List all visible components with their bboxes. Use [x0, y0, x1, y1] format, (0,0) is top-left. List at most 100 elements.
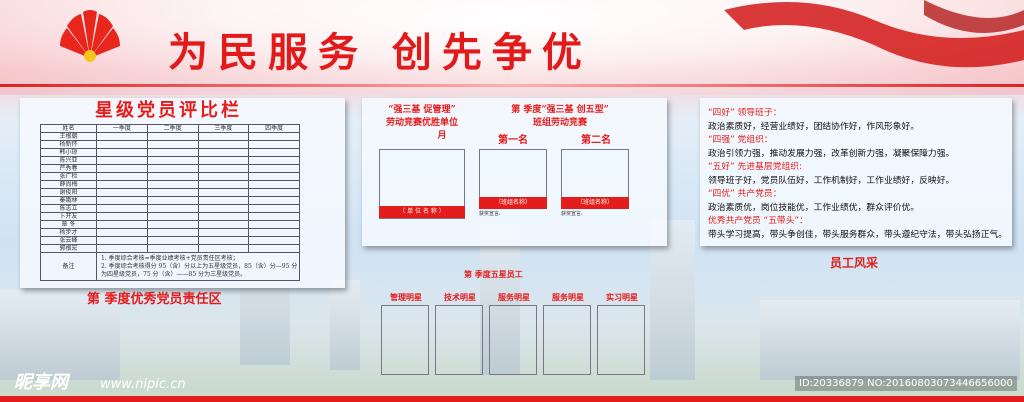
- column-header: 四季度: [248, 124, 300, 133]
- score-cell: [146, 212, 199, 221]
- score-cell: [146, 236, 199, 245]
- score-cell: [96, 188, 148, 197]
- star-photo-frame: [597, 305, 645, 375]
- star-board-title: 星级党员评比栏: [95, 100, 242, 121]
- page-title: 为民服务 创先争优: [168, 30, 592, 76]
- month-label: 月: [437, 131, 447, 141]
- score-cell: [248, 164, 300, 173]
- member-name: 韩小琼: [40, 148, 97, 157]
- member-name: 杨新怀: [40, 140, 97, 149]
- score-cell: [96, 132, 148, 141]
- column-header: 三季度: [197, 124, 250, 133]
- award-speech-label: 获奖宣言:: [561, 211, 583, 217]
- score-cell: [248, 228, 300, 237]
- score-cell: [96, 148, 148, 157]
- score-cell: [248, 204, 300, 213]
- star-photo-frame: [489, 305, 537, 375]
- score-cell: [197, 204, 250, 213]
- score-cell: [96, 228, 148, 237]
- member-name: 谢俊阳: [40, 188, 97, 197]
- petal-logo-icon: [60, 10, 120, 62]
- table-row: 杨新怀: [40, 140, 300, 149]
- five-star-title: 第 季度五星员工: [464, 269, 523, 279]
- red-ribbon-decoration: [724, 0, 1024, 68]
- team-name-band: （班组名称）: [561, 197, 629, 209]
- score-cell: [248, 236, 300, 245]
- principles-text: “四好” 领导班子：政治素质好，经营业绩好，团结协作好，作风形象好。“四强” 党…: [708, 107, 1007, 242]
- score-cell: [146, 228, 199, 237]
- score-cell: [146, 204, 199, 213]
- score-cell: [96, 196, 148, 205]
- score-cell: [197, 156, 250, 165]
- notes-label: 备注: [40, 252, 97, 281]
- score-cell: [96, 204, 148, 213]
- star-photo-frame: [381, 305, 429, 375]
- note-line: 1. 季度综合考核=季度业绩考核+党员责任区考核；: [101, 254, 239, 262]
- member-name: 薛尚梅: [40, 180, 97, 189]
- table-row: 薛尚梅: [40, 180, 300, 189]
- score-cell: [146, 164, 199, 173]
- score-cell: [146, 180, 199, 189]
- score-cell: [96, 244, 148, 253]
- score-cell: [197, 180, 250, 189]
- score-cell: [146, 156, 199, 165]
- member-name: 严秀春: [40, 164, 97, 173]
- score-cell: [248, 140, 300, 149]
- second-place-label: 第二名: [581, 135, 611, 146]
- team-name-band: （班组名称）: [479, 197, 547, 209]
- column-header: 一季度: [96, 124, 148, 133]
- star-category-label: 服务明星: [552, 292, 584, 302]
- score-cell: [248, 180, 300, 189]
- principle-text: 带头学习提高，带头争创佳，带头服务群众，带头遵纪守法，带头弘扬正气。: [708, 229, 1008, 240]
- score-cell: [197, 132, 250, 141]
- table-row: 张云峰: [40, 236, 300, 245]
- star-category-label: 技术明星: [444, 292, 476, 302]
- building: [330, 280, 360, 370]
- responsibility-area-caption: 第 季度优秀党员责任区: [87, 292, 222, 307]
- score-cell: [96, 212, 148, 221]
- member-name: 杨步才: [40, 228, 97, 237]
- score-cell: [146, 140, 199, 149]
- score-cell: [197, 220, 250, 229]
- table-row: 郭根宏: [40, 244, 300, 253]
- building: [480, 225, 520, 375]
- score-cell: [146, 132, 199, 141]
- score-cell: [96, 220, 148, 229]
- score-cell: [248, 132, 300, 141]
- score-cell: [197, 164, 250, 173]
- table-row: 陈志立: [40, 204, 300, 213]
- score-cell: [146, 188, 199, 197]
- star-category-label: 管理明星: [390, 292, 422, 302]
- team-competition-subtitle: 班组劳动竞赛: [532, 118, 587, 128]
- score-cell: [146, 172, 199, 181]
- principle-heading: 优秀共产党员 “五带头”：: [708, 216, 808, 226]
- score-cell: [197, 236, 250, 245]
- first-place-label: 第一名: [498, 135, 528, 146]
- principle-text: 领导班子好，党员队伍好，工作机制好，工作业绩好，反映好。: [708, 175, 955, 186]
- competition-subtitle: 劳动竞赛优胜单位: [385, 118, 458, 128]
- score-cell: [197, 196, 250, 205]
- score-cell: [248, 172, 300, 181]
- header-divider: [0, 84, 1024, 87]
- staff-caption: 员工风采: [830, 256, 879, 270]
- member-name: 秦娥林: [40, 196, 97, 205]
- bottom-bar: [0, 396, 1024, 402]
- team-competition-title: 第 季度“强三基 创五型”: [511, 105, 609, 115]
- unit-name-band: （ 单 位 名 称 ）: [379, 206, 465, 218]
- member-name: 覃 冬: [40, 220, 97, 229]
- table-row: 王根朝: [40, 132, 300, 141]
- table-row: 韩小琼: [40, 148, 300, 157]
- score-cell: [197, 244, 250, 253]
- score-cell: [248, 244, 300, 253]
- score-cell: [96, 172, 148, 181]
- watermark-id: ID:20336879 NO:20160803073446656000: [795, 376, 1017, 391]
- principle-text: 政治素质优，岗位技能优，工作业绩优，群众评价优。: [708, 202, 920, 213]
- score-cell: [197, 212, 250, 221]
- score-cell: [96, 180, 148, 189]
- table-row: 陈兴亚: [40, 156, 300, 165]
- score-cell: [146, 196, 199, 205]
- principle-text: 政治引领力强，推动发展力强，改革创新力强，凝聚保障力强。: [708, 148, 955, 159]
- score-cell: [197, 172, 250, 181]
- score-cell: [248, 196, 300, 205]
- star-category-label: 实习明星: [606, 292, 638, 302]
